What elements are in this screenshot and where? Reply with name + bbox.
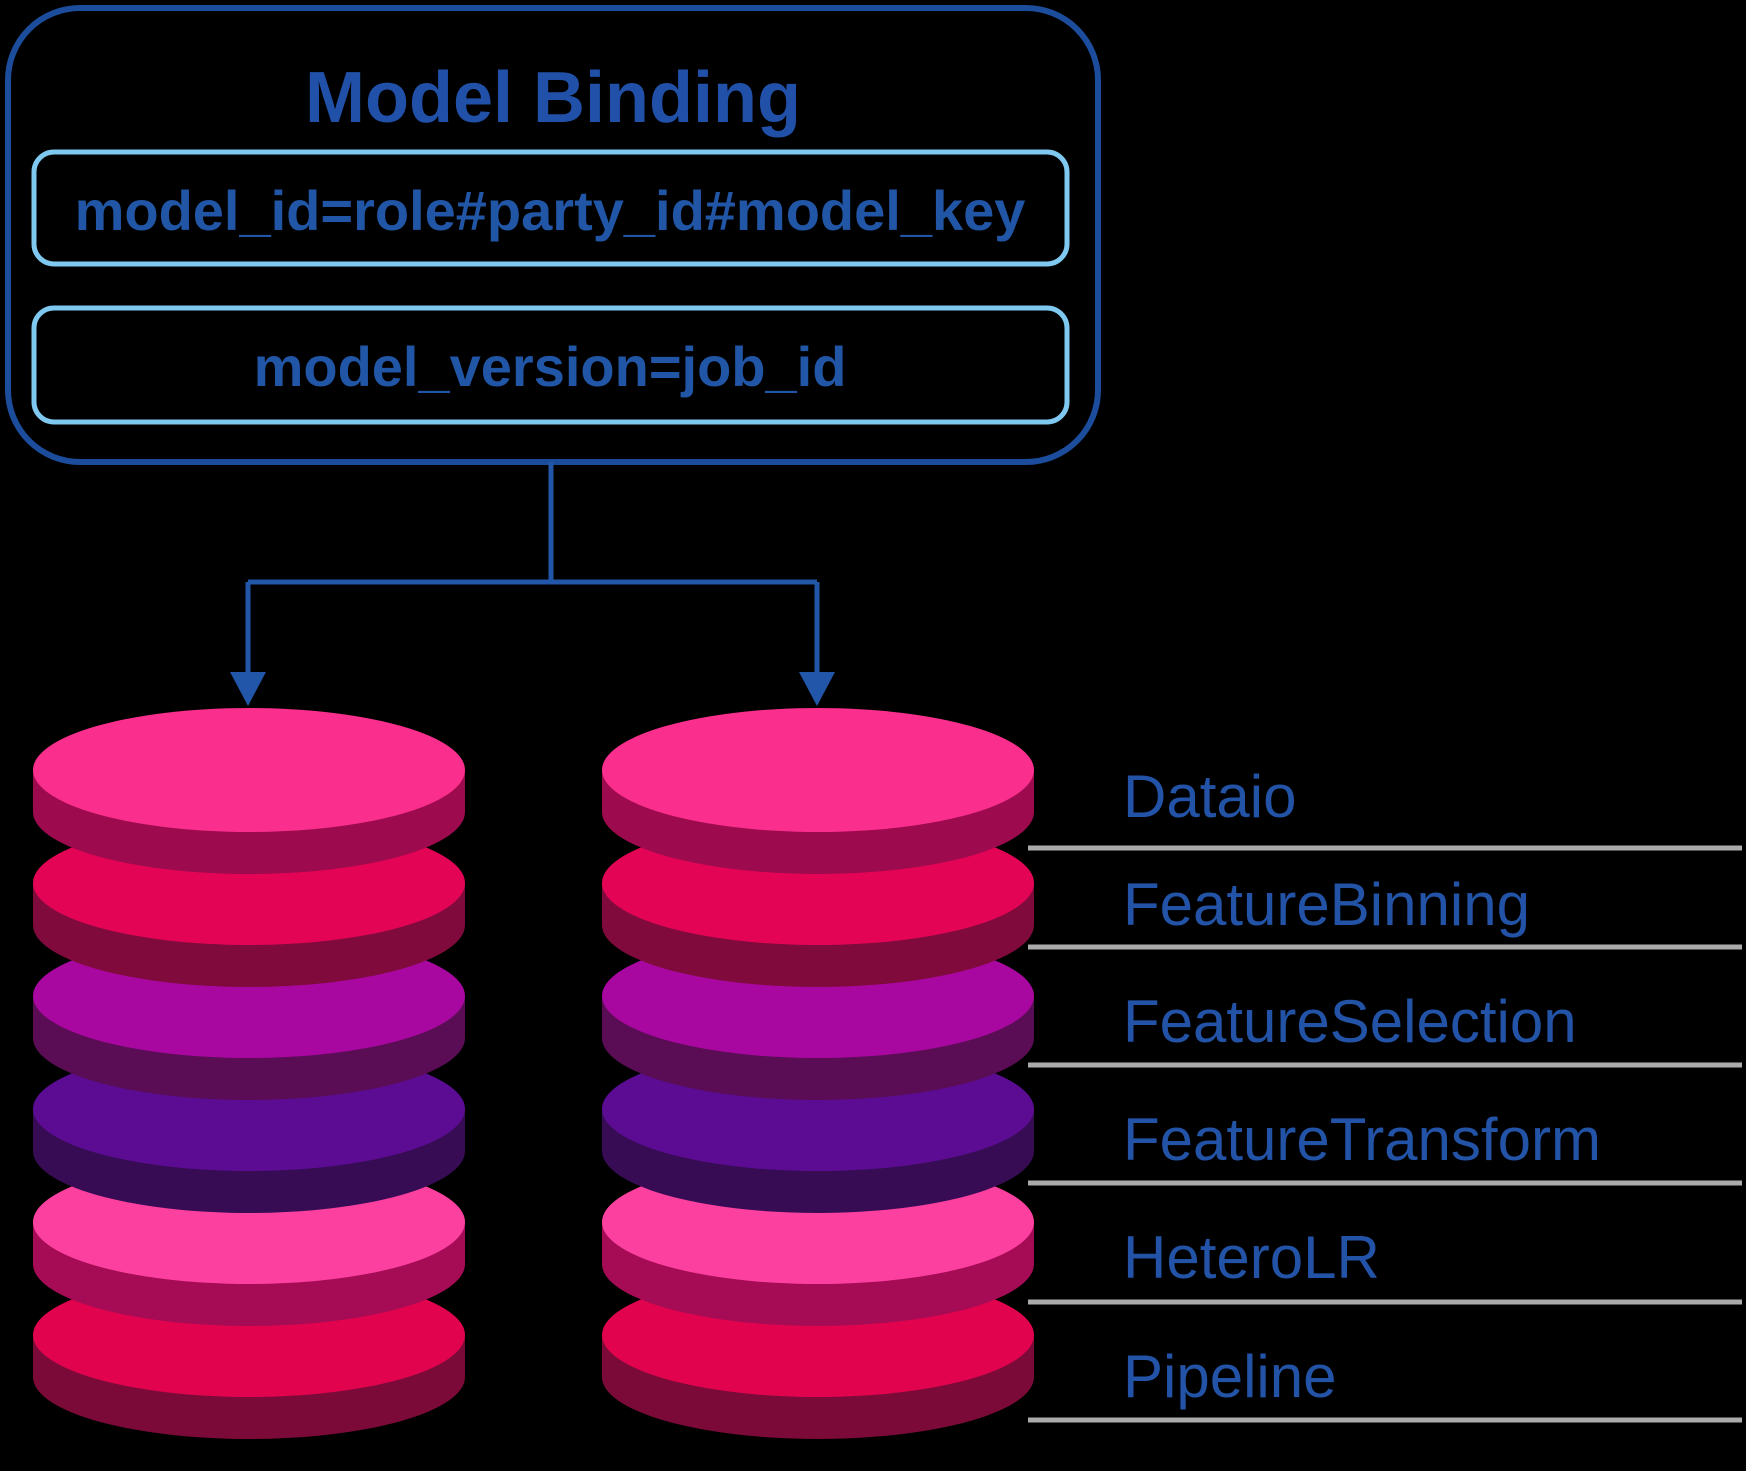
connector-lines bbox=[245, 462, 820, 676]
component-label-featureselection: FeatureSelection bbox=[1123, 988, 1577, 1055]
component-label-pipeline: Pipeline bbox=[1123, 1343, 1337, 1410]
component-label-heterolr: HeteroLR bbox=[1123, 1224, 1380, 1291]
model-id-field-label: model_id=role#party_id#model_key bbox=[75, 179, 1026, 242]
disk-stack-right bbox=[602, 708, 1034, 1439]
disk-face bbox=[602, 708, 1034, 832]
disk-stack-left bbox=[33, 708, 465, 1439]
disk-dataio bbox=[33, 708, 465, 874]
component-label-featuretransform: FeatureTransform bbox=[1123, 1106, 1601, 1173]
arrowhead-left-icon bbox=[230, 672, 266, 706]
arrowhead-right-icon bbox=[799, 672, 835, 706]
model-id-field-box bbox=[31, 149, 1070, 267]
model-binding-title: Model Binding bbox=[305, 58, 801, 138]
disk-face bbox=[33, 708, 465, 832]
component-label-featurebinning: FeatureBinning bbox=[1123, 871, 1530, 938]
disk-dataio bbox=[602, 708, 1034, 874]
model-version-field-box bbox=[31, 305, 1070, 425]
model-version-field-label: model_version=job_id bbox=[254, 335, 847, 398]
component-label-dataio: Dataio bbox=[1123, 763, 1296, 830]
separator-lines bbox=[1028, 845, 1742, 1423]
component-labels: Dataio FeatureBinning FeatureSelection F… bbox=[1123, 763, 1601, 1410]
